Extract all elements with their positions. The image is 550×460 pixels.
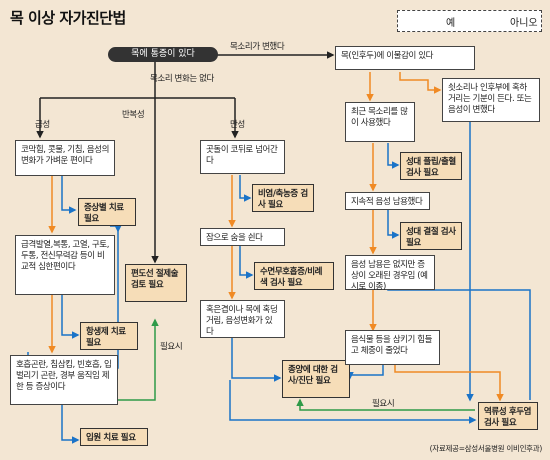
node-wheezing: 쇳소리나 인후부에 혹하거리는 기분이 든다. 또는 음성이 변했다 bbox=[442, 78, 540, 122]
node-food: 곳돌이 코뒤로 넘어간다 bbox=[200, 140, 285, 174]
label-voice-changed: 목소리가 변했다 bbox=[230, 42, 285, 52]
node-symptom-treatment: 증상별 치료 필요 bbox=[78, 198, 136, 226]
start-node: 목에 통증이 있다 bbox=[108, 47, 218, 62]
label-acute: 급성 bbox=[35, 120, 50, 130]
node-mass: 혹은겹이나 목에 혹덩거림, 음성변화가 있다 bbox=[200, 300, 285, 338]
node-hoarse: 지속적 음성 남용했다 bbox=[345, 192, 430, 210]
node-fever: 코막힘, 콧물, 기침, 음성의 변화가 가벼운 편이다 bbox=[15, 140, 115, 176]
node-breathing: 호흡곤란, 침삼킴, 빈호흡, 입 벌리기 곤란, 경부 움직임 제한 등 증상… bbox=[10, 355, 118, 405]
node-severe: 급격발열,복통, 고열, 구토, 두통, 전신무력감 등이 비교적 심한편이다 bbox=[15, 235, 115, 295]
node-pharynx: 목(인후두)에 이물감이 있다 bbox=[335, 46, 475, 70]
source-credit: (자료제공=삼성서울병원 이비인후과) bbox=[429, 444, 543, 453]
node-recent-voice: 최근 목소리를 많이 사용했다 bbox=[345, 102, 415, 142]
node-nodule: 성대 결절 검사 필요 bbox=[400, 222, 462, 250]
label-voice-not-changed: 목소리 변화는 없다 bbox=[150, 74, 214, 84]
label-if-needed-2: 필요시 bbox=[372, 399, 395, 409]
legend-yes-label: 예 bbox=[446, 18, 456, 29]
label-chronic: 만성 bbox=[230, 120, 245, 130]
node-snore: 잠으로 숨을 쉰다 bbox=[200, 228, 285, 246]
node-nasal: 비염/축농증 검사 필요 bbox=[252, 184, 314, 212]
node-tumor-test: 종양에 대한 검사/진단 필요 bbox=[282, 360, 350, 398]
node-reflux-test: 역류성 후두염 검사 필요 bbox=[478, 402, 538, 430]
node-reflux-history: 음성 남용은 없지만 증상이 오래된 경우임 (예시로 이종) bbox=[345, 255, 435, 292]
legend-no-label: 아니오 bbox=[510, 18, 538, 29]
page-title: 목 이상 자가진단법 bbox=[10, 9, 126, 27]
node-tonsil: 편도선 절제술 검토 필요 bbox=[125, 264, 187, 302]
node-sleep: 수면무호흡증/비례색 검사 필요 bbox=[254, 262, 334, 290]
legend: 예 아니오 bbox=[397, 10, 542, 32]
node-swallow: 음식물 등을 삼키기 힘들고 체중이 줄었다 bbox=[345, 330, 440, 365]
node-antibiotic: 항생제 치료 필요 bbox=[80, 322, 138, 350]
node-hospital: 입원 치료 필요 bbox=[80, 428, 148, 446]
label-recurrent: 반복성 bbox=[122, 110, 145, 120]
node-polyp: 성대 플립/출혈 검사 필요 bbox=[400, 152, 462, 180]
label-if-needed-1: 필요시 bbox=[160, 342, 183, 352]
